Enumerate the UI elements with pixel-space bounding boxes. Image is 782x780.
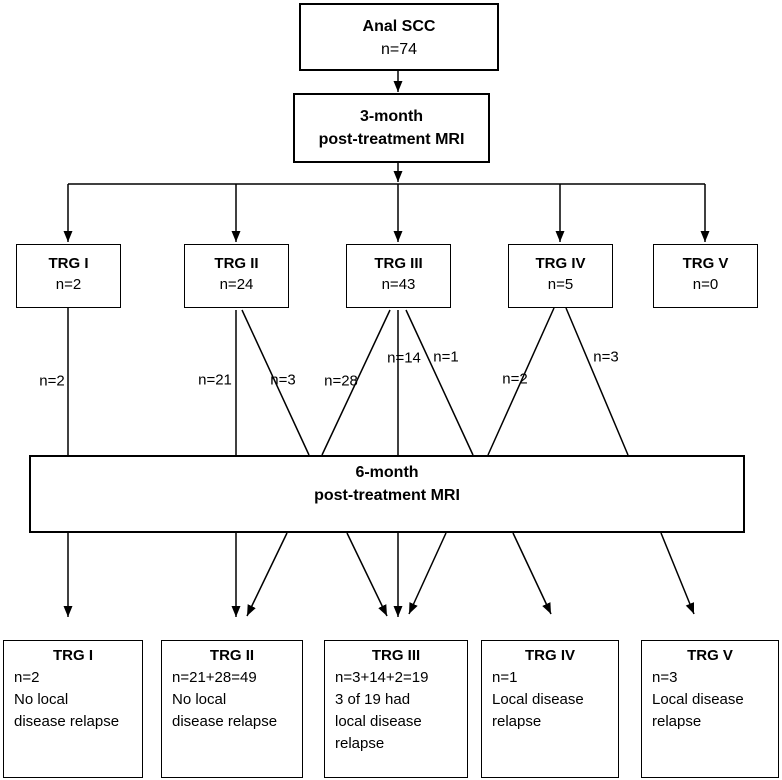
node-trg4-6month: TRG IV n=1 Local disease relapse: [481, 640, 619, 778]
node-trg4-3month: TRG IV n=5: [508, 244, 613, 308]
node-line: relapse: [652, 713, 702, 730]
node-count: n=5: [547, 276, 574, 293]
node-trg2-3month: TRG II n=24: [184, 244, 289, 308]
node-title: TRG I: [48, 255, 89, 272]
node-title: TRG V: [687, 647, 733, 664]
node-title-line1: 6-month: [355, 464, 419, 481]
node-line: Local disease: [652, 691, 744, 708]
node-count: n=0: [692, 276, 719, 293]
node-trg1-6month: TRG I n=2 No local disease relapse: [3, 640, 143, 778]
edge-label-trg1-to-mri6: n=2: [39, 372, 65, 390]
edge-label-trg3-to-mri6-n1: n=1: [433, 348, 459, 366]
node-title: TRG I: [53, 647, 93, 664]
node-anal-scc: Anal SCC n=74: [299, 3, 499, 71]
node-line: relapse: [335, 735, 385, 752]
edge-label-trg4-to-mri6-n3: n=3: [593, 348, 619, 366]
node-trg2-6month: TRG II n=21+28=49 No local disease relap…: [161, 640, 303, 778]
node-trg3-6month: TRG III n=3+14+2=19 3 of 19 had local di…: [324, 640, 468, 778]
node-6month-mri: 6-month post-treatment MRI: [29, 455, 745, 533]
node-line: n=2: [14, 669, 40, 686]
edge-label-trg2-to-mri6-n21: n=21: [198, 371, 232, 389]
node-line: disease relapse: [14, 713, 120, 730]
node-count: n=2: [55, 276, 82, 293]
node-title-line2: post-treatment MRI: [318, 131, 465, 148]
node-title: TRG IV: [535, 255, 586, 272]
node-3month-mri: 3-month post-treatment MRI: [293, 93, 490, 163]
node-count: n=24: [219, 276, 254, 293]
node-title-line2: post-treatment MRI: [314, 487, 460, 504]
edges-mri6-to-outcome-row: [63, 532, 695, 617]
node-line: Local disease: [492, 691, 584, 708]
node-count: n=74: [380, 41, 418, 58]
node-line: relapse: [492, 713, 542, 730]
node-title: TRG II: [214, 255, 259, 272]
node-line: n=21+28=49: [172, 669, 257, 686]
node-line: n=3+14+2=19: [335, 669, 429, 686]
node-line: No local: [172, 691, 227, 708]
edge-mri3-to-branch: [68, 163, 705, 185]
node-line: n=1: [492, 669, 518, 686]
edge-label-trg3-to-mri6-n14: n=14: [387, 349, 421, 367]
edge-label-trg4-to-mri6-n2: n=2: [502, 370, 528, 388]
node-line: 3 of 19 had: [335, 691, 411, 708]
node-title: TRG V: [682, 255, 729, 272]
edge-label-trg2-to-mri6-n3: n=3: [270, 371, 296, 389]
node-title: TRG IV: [524, 647, 575, 664]
edges-trg-row-to-mri6: [67, 307, 629, 456]
node-count: n=43: [381, 276, 416, 293]
node-trg1-3month: TRG I n=2: [16, 244, 121, 308]
node-title-line1: 3-month: [359, 108, 424, 125]
node-trg5-3month: TRG V n=0: [653, 244, 758, 308]
node-title: TRG III: [374, 255, 423, 272]
node-trg3-3month: TRG III n=43: [346, 244, 451, 308]
node-trg5-6month: TRG V n=3 Local disease relapse: [641, 640, 779, 778]
node-line: n=3: [652, 669, 678, 686]
edge-label-trg3-to-mri6-n28: n=28: [324, 372, 358, 390]
node-title: TRG II: [209, 647, 255, 664]
node-line: No local: [14, 691, 69, 708]
node-title: Anal SCC: [362, 18, 436, 35]
node-line: disease relapse: [172, 713, 278, 730]
node-title: TRG III: [371, 647, 421, 664]
node-line: local disease: [335, 713, 422, 730]
edges-branch-to-trg-row: [63, 184, 710, 242]
